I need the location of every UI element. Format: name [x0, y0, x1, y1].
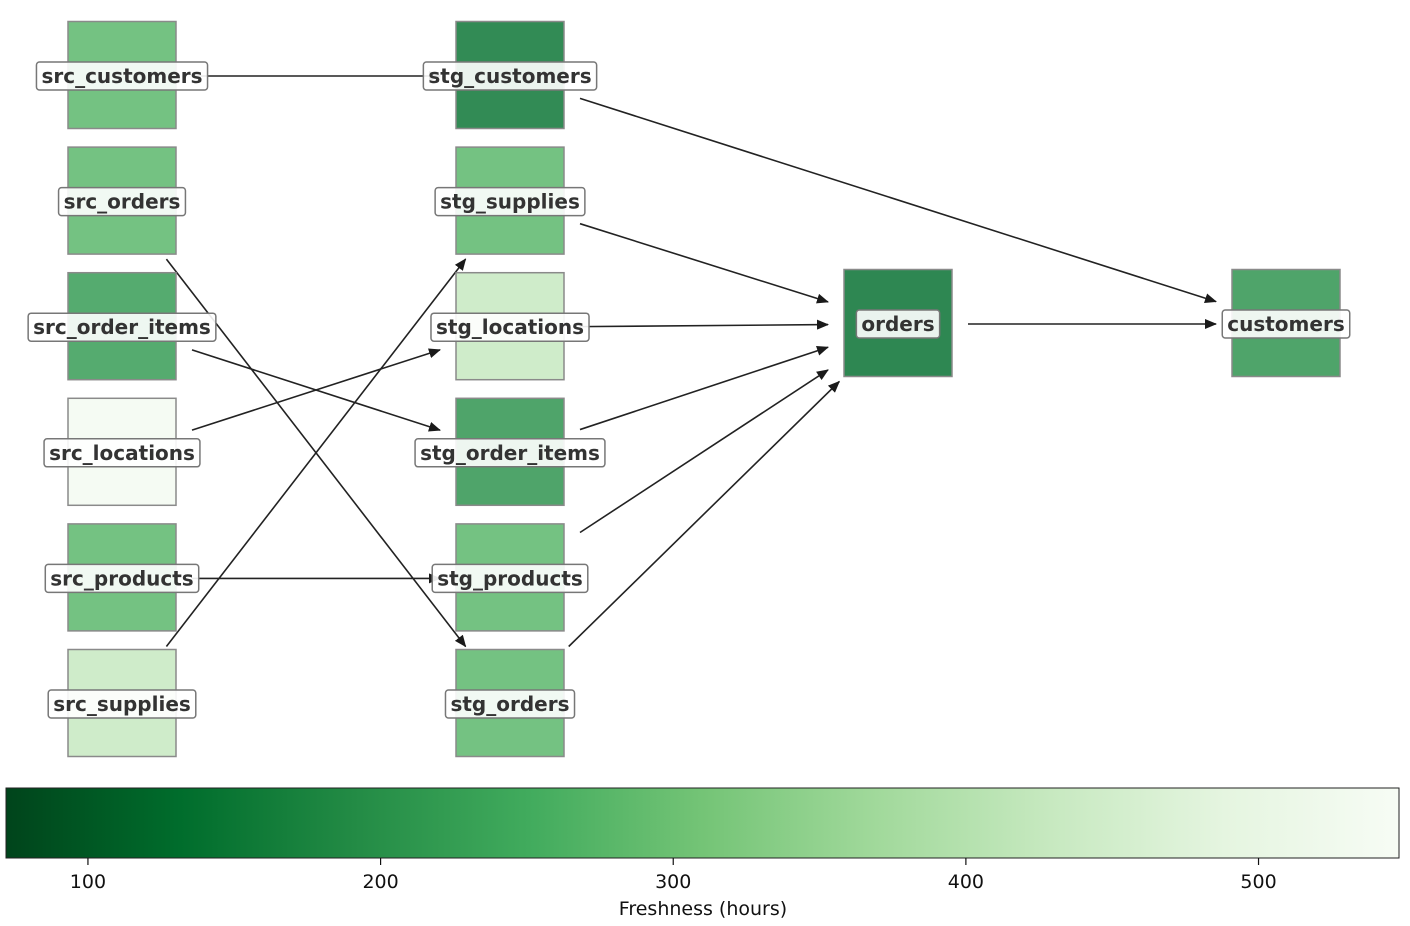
- node-stg_orders[interactable]: stg_orders: [444, 648, 576, 758]
- colorbar-label: Freshness (hours): [619, 898, 787, 920]
- node-label-box-stg_supplies: [434, 186, 586, 217]
- edges: [165, 71, 1217, 648]
- edge-stg_orders-to-orders: [568, 380, 841, 648]
- node-customers[interactable]: customers: [1221, 268, 1351, 378]
- node-label-box-src_order_items: [27, 312, 217, 342]
- node-label-src_customers: src_customers: [41, 64, 202, 88]
- nodes: src_customers src_orders src_order_itemssr…: [27, 20, 1351, 758]
- node-stg_products[interactable]: stg_products: [431, 523, 589, 632]
- node-orders[interactable]: orders: [843, 268, 953, 378]
- node-src_supplies[interactable]: src_supplies: [47, 648, 197, 758]
- edge-stg_supplies-to-orders: [579, 222, 829, 304]
- node-label-src_locations: src_locations: [49, 441, 195, 465]
- node-stg_customers[interactable]: stg_customers: [422, 20, 598, 130]
- edge-stg_products-to-orders: [579, 369, 829, 534]
- edge-src_locations-to-stg_locations: [191, 348, 441, 431]
- node-stg_order_items[interactable]: stg_order_items: [414, 397, 606, 507]
- node-label-box-stg_locations: [430, 312, 590, 342]
- edge-src_supplies-to-stg_supplies: [165, 258, 467, 647]
- node-label-src_supplies: src_supplies: [53, 692, 191, 716]
- node-src_customers[interactable]: src_customers: [35, 20, 209, 130]
- colorbar-ticks: 100 200 300 400 500: [70, 858, 1277, 893]
- node-src_products[interactable]: src_products: [44, 523, 200, 632]
- colorbar-tick-label-400: 400: [948, 871, 984, 893]
- node-label-box-src_customers: [35, 61, 209, 91]
- colorbar-gradient: [5, 787, 1400, 859]
- node-label-box-stg_customers: [422, 61, 598, 91]
- node-label-stg_supplies: stg_supplies: [440, 190, 580, 214]
- node-label-box-src_locations: [43, 438, 201, 468]
- node-label-stg_locations: stg_locations: [436, 315, 584, 339]
- colorbar-tick-label-100: 100: [70, 871, 106, 893]
- node-label-box-stg_order_items: [414, 438, 606, 468]
- node-label-box-src_products: [44, 563, 200, 594]
- node-label-customers: customers: [1227, 312, 1344, 336]
- node-label-box-customers: [1221, 309, 1351, 339]
- node-stg_supplies[interactable]: stg_supplies: [434, 146, 586, 255]
- node-src_locations[interactable]: src_locations: [43, 397, 201, 507]
- node-label-src_order_items: src_order_items: [33, 315, 211, 339]
- edge-stg_customers-to-customers: [579, 97, 1217, 304]
- node-label-box-orders: [855, 309, 941, 339]
- node-label-box-src_supplies: [47, 689, 197, 719]
- node-label-box-stg_products: [431, 563, 589, 594]
- node-label-src_orders: src_orders: [64, 190, 181, 214]
- edge-stg_locations-to-orders: [579, 319, 829, 330]
- node-label-orders: orders: [861, 312, 934, 336]
- node-src_orders[interactable]: src_orders: [57, 146, 187, 255]
- node-label-box-stg_orders: [444, 689, 576, 719]
- colorbar-tick-label-200: 200: [362, 871, 398, 893]
- node-label-stg_order_items: stg_order_items: [420, 441, 600, 465]
- edge-stg_order_items-to-orders: [579, 345, 829, 431]
- node-label-box-src_orders: [57, 186, 187, 217]
- colorbar-tick-label-500: 500: [1240, 871, 1276, 893]
- node-label-stg_orders: stg_orders: [450, 692, 569, 716]
- node-stg_locations[interactable]: stg_locations: [430, 271, 590, 381]
- node-label-src_products: src_products: [50, 566, 193, 590]
- node-label-stg_products: stg_products: [437, 566, 583, 590]
- colorbar-tick-label-300: 300: [655, 871, 691, 893]
- colorbar: 100 200 300 400 500 Freshness (hours): [5, 787, 1400, 920]
- node-label-stg_customers: stg_customers: [428, 64, 591, 88]
- node-src_order_items[interactable]: src_order_items: [27, 271, 217, 381]
